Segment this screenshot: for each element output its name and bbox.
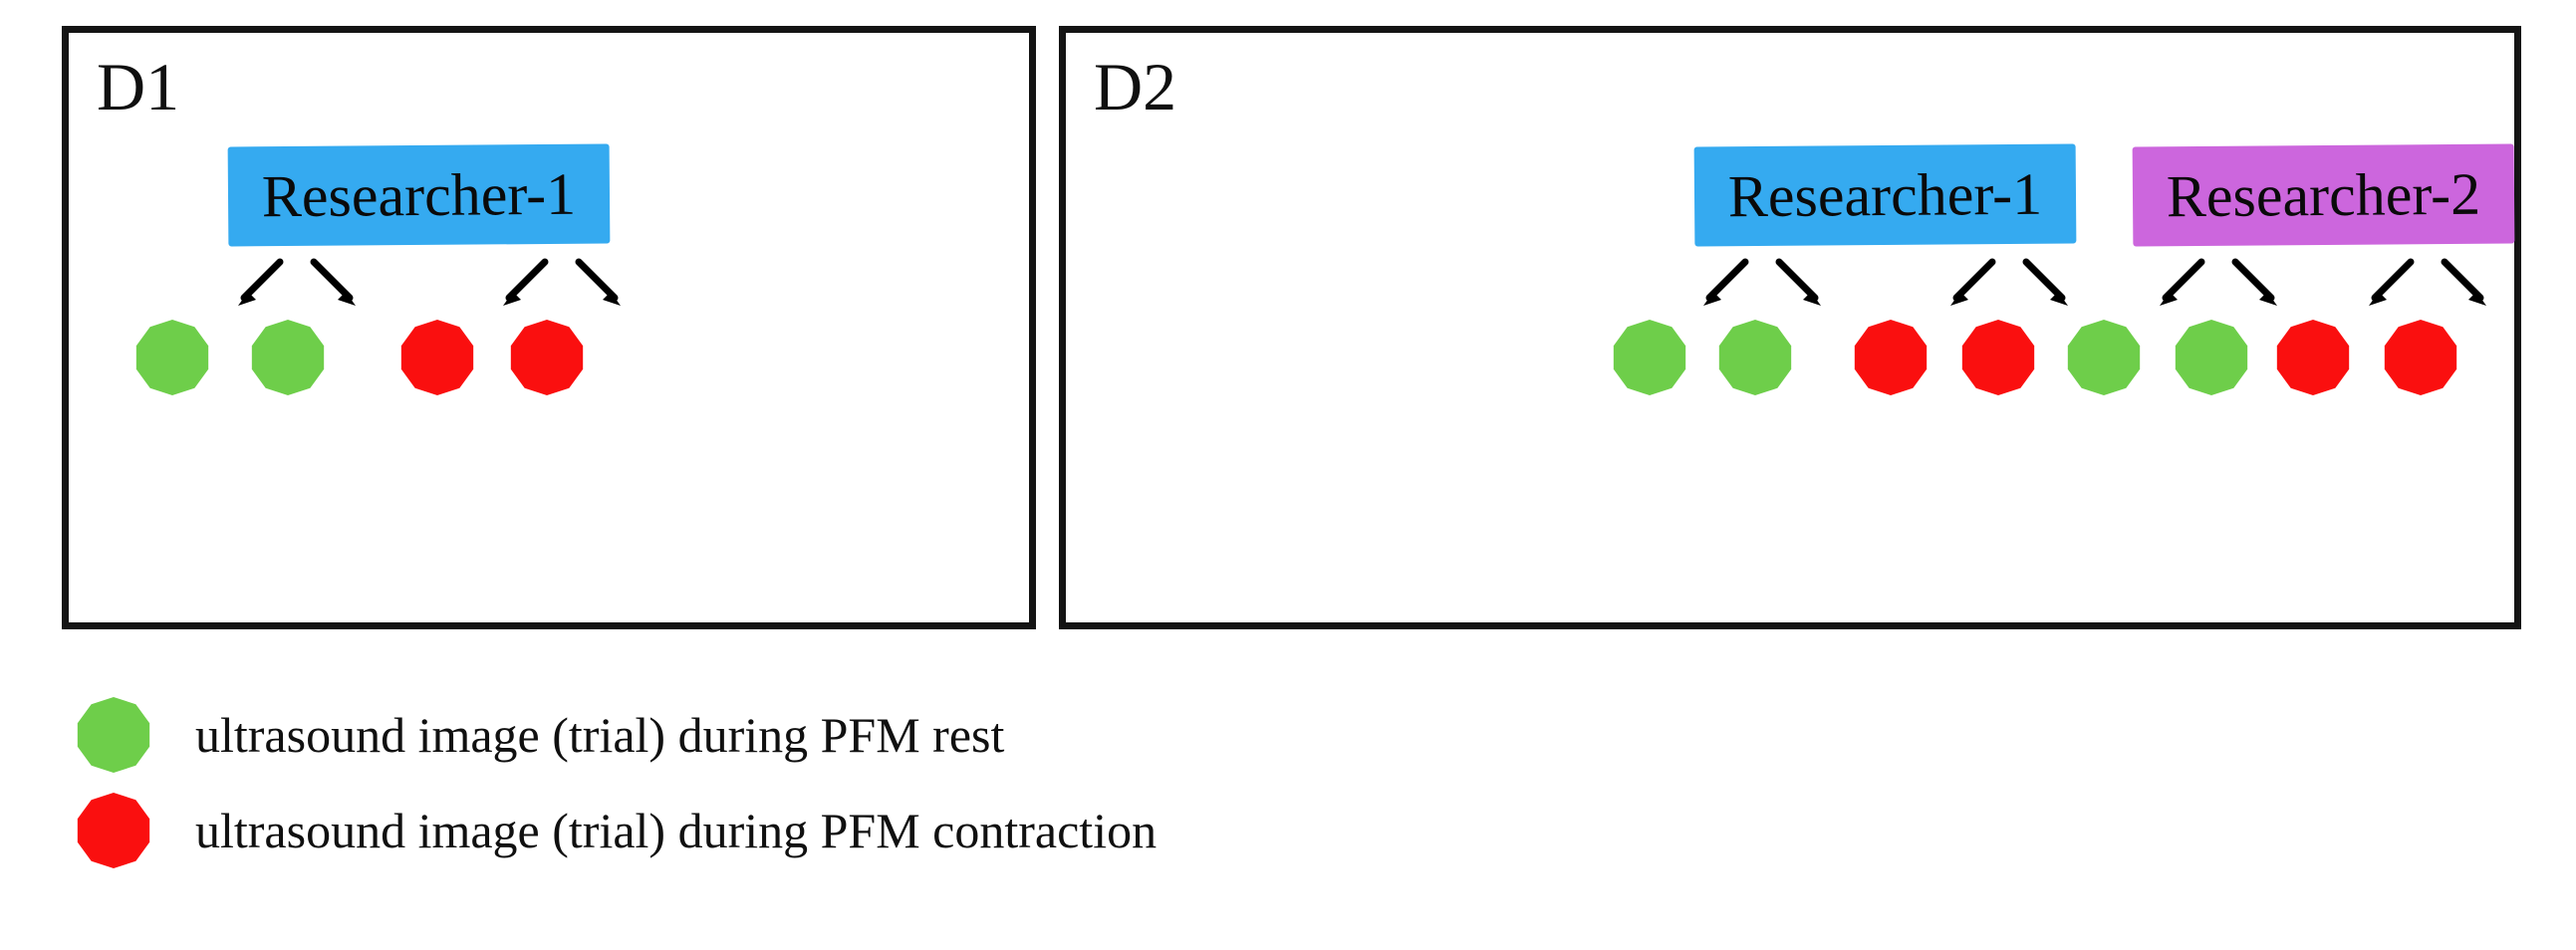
trial-shape-contraction xyxy=(510,320,584,395)
down-right-arrow xyxy=(2225,254,2285,314)
down-right-arrow xyxy=(569,254,629,314)
dataset-label-d1: D1 xyxy=(97,49,180,124)
down-left-arrow xyxy=(495,254,555,314)
trial-shape-contraction xyxy=(2384,320,2457,395)
trial-shape-contraction xyxy=(1961,320,2035,395)
legend-item-contraction: ultrasound image (trial) during PFM cont… xyxy=(62,783,1656,878)
down-right-arrow xyxy=(304,254,364,314)
down-right-arrow xyxy=(2435,254,2494,314)
legend-swatch-rest-icon xyxy=(77,697,150,773)
trial-shape-rest xyxy=(251,320,325,395)
dataset-box-d1: D1 Researcher-1 xyxy=(62,26,1036,629)
legend-item-rest: ultrasound image (trial) during PFM rest xyxy=(62,687,1656,783)
researcher-bar-label: Researcher-1 xyxy=(261,160,577,230)
legend-label-rest: ultrasound image (trial) during PFM rest xyxy=(195,707,1005,763)
trial-shape-rest xyxy=(1613,320,1686,395)
researcher-bar-label: Researcher-1 xyxy=(1727,160,2043,230)
down-left-arrow xyxy=(1695,254,1755,314)
dataset-label-d2: D2 xyxy=(1094,49,1177,124)
researcher-bar-d2-researcher-2: Researcher-2 xyxy=(2132,143,2515,247)
down-right-arrow xyxy=(2016,254,2076,314)
trial-shape-rest xyxy=(2175,320,2248,395)
trial-shape-contraction xyxy=(2276,320,2350,395)
legend-label-contraction: ultrasound image (trial) during PFM cont… xyxy=(195,803,1158,858)
down-left-arrow xyxy=(2361,254,2421,314)
down-left-arrow xyxy=(230,254,290,314)
dataset-box-d2: D2 Researcher-1 Researcher-2 xyxy=(1059,26,2521,629)
researcher-bar-d2-researcher-1: Researcher-1 xyxy=(1693,143,2077,247)
down-right-arrow xyxy=(1769,254,1829,314)
trial-shape-contraction xyxy=(400,320,474,395)
down-left-arrow xyxy=(2152,254,2211,314)
trial-shape-contraction xyxy=(1854,320,1928,395)
researcher-bar-label: Researcher-2 xyxy=(2166,160,2481,230)
legend: ultrasound image (trial) during PFM rest… xyxy=(62,687,1656,878)
researcher-bar-d1-researcher-1: Researcher-1 xyxy=(227,143,611,247)
trial-shape-rest xyxy=(135,320,209,395)
down-left-arrow xyxy=(1942,254,2002,314)
legend-swatch-contraction-icon xyxy=(77,793,150,868)
trial-shape-rest xyxy=(1718,320,1792,395)
trial-shape-rest xyxy=(2067,320,2141,395)
